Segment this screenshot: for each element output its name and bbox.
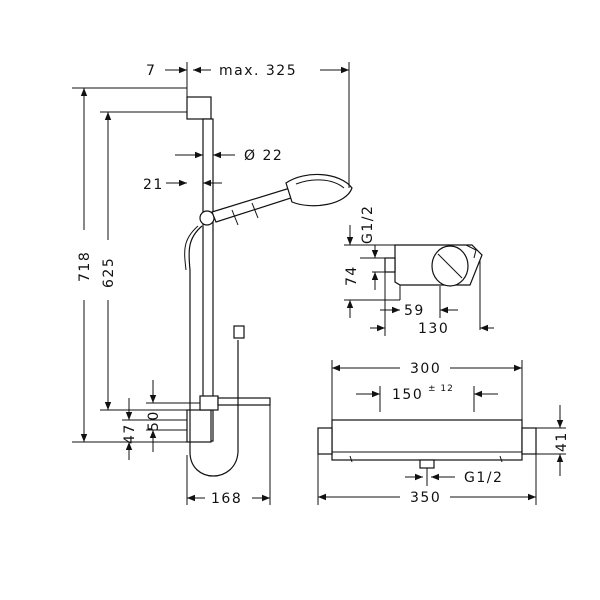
thermostat-front-body — [331, 419, 523, 461]
shower-hose — [188, 225, 239, 477]
thermostat-front-view: 300 150 ± 12 41 G1/2 350 — [317, 360, 570, 506]
bottom-offset-label: 47 — [122, 423, 138, 444]
front-thread-label: G1/2 — [464, 470, 503, 486]
wall-offset-label: 7 — [146, 63, 156, 79]
hose-width-label: 168 — [211, 491, 242, 507]
right-end-cap — [521, 427, 537, 455]
shelf — [217, 397, 271, 406]
shower-rail — [202, 118, 214, 442]
connection-span-label: 300 — [410, 361, 441, 377]
thermostat-side-view: G1/2 74 59 130 — [344, 205, 494, 337]
bottom-wall-bracket — [186, 409, 212, 443]
adjust-height-label: 625 — [101, 257, 117, 288]
front-outlet — [419, 459, 435, 469]
max-reach-label: max. 325 — [219, 63, 297, 79]
side-connector — [384, 257, 396, 273]
thermo-width-label: 350 — [410, 490, 441, 506]
connection-tolerance-label: ± 12 — [428, 384, 454, 394]
thermo-inner-depth-label: 59 — [404, 303, 425, 319]
thermo-depth-label: 130 — [418, 321, 449, 337]
thermo-height-label: 74 — [344, 265, 360, 286]
hand-shower-head — [285, 173, 353, 207]
thermo-body-height-label: 41 — [554, 431, 570, 452]
top-wall-bracket — [186, 96, 212, 120]
shower-rail-assembly — [184, 96, 353, 477]
rail-diameter-label: Ø 22 — [244, 148, 283, 164]
connection-center-label: 150 — [392, 387, 423, 403]
hose-connector — [233, 325, 245, 339]
wall-outlet — [199, 395, 219, 411]
rail-dimensions: 7 max. 325 Ø 22 21 718 625 47 50 — [72, 62, 350, 507]
left-end-cap — [317, 427, 333, 455]
outlet-height-label: 50 — [146, 410, 162, 431]
rail-depth-label: 21 — [143, 177, 164, 193]
side-thread-label: G1/2 — [360, 205, 376, 244]
total-height-label: 718 — [77, 251, 93, 282]
